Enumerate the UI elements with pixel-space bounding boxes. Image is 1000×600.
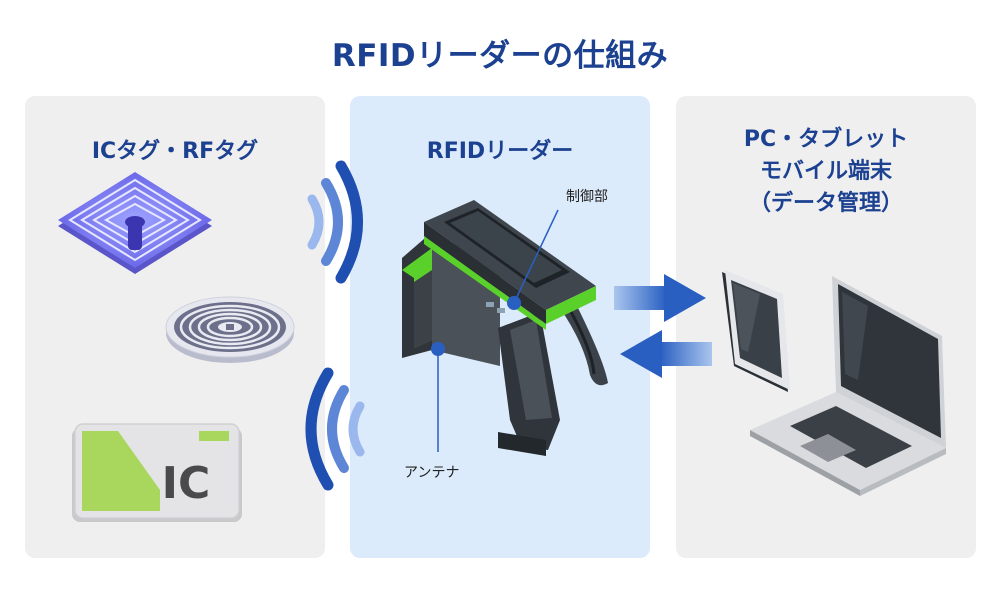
devices-title-line-3: （データ管理）	[748, 191, 903, 216]
round-rfid-tag-icon	[165, 296, 295, 363]
arrow-left-icon	[620, 330, 712, 378]
radio-wave-icon	[305, 367, 365, 491]
ic-card-icon: IC	[72, 423, 242, 522]
radio-wave-icon	[307, 160, 363, 284]
laptop-icon	[750, 276, 946, 496]
control-unit-label: 制御部	[566, 189, 608, 205]
devices-title-line-2: モバイル端末	[759, 159, 892, 184]
devices-title-line-1: PC・タブレット	[743, 127, 909, 152]
reader-panel: RFIDリーダー	[350, 96, 650, 558]
tags-panel-title: ICタグ・RFタグ	[91, 139, 259, 164]
square-rfid-tag-icon	[58, 172, 212, 274]
reader-panel-title: RFIDリーダー	[426, 139, 574, 164]
tablet-icon	[722, 270, 790, 392]
antenna-label: アンテナ	[404, 465, 460, 481]
arrow-right-icon	[614, 274, 706, 322]
devices-panel: PC・タブレット モバイル端末 （データ管理）	[676, 96, 976, 558]
handheld-reader-icon	[402, 200, 608, 456]
diagram-title: RFIDリーダーの仕組み	[331, 38, 669, 74]
ic-card-text: IC	[162, 458, 211, 509]
